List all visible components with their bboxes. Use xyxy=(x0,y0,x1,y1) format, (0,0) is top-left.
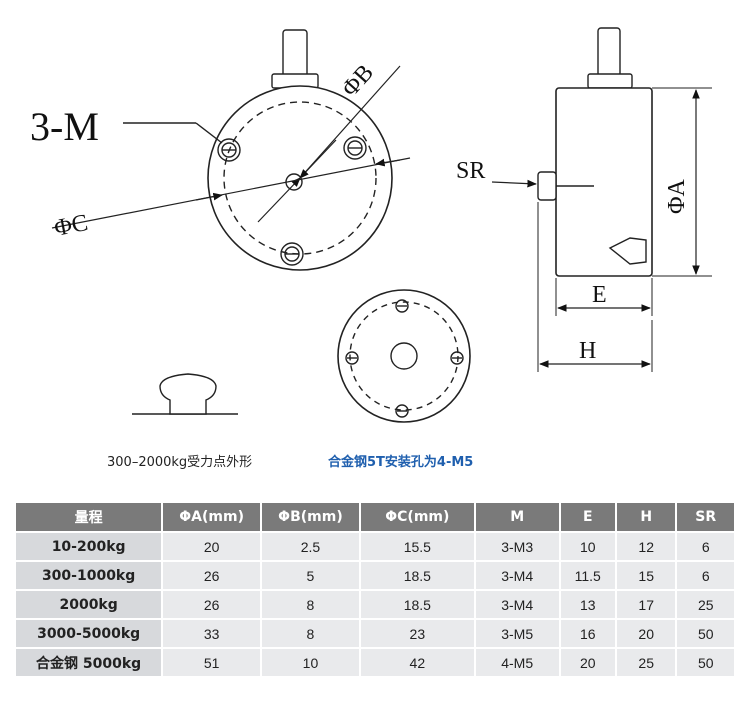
cell-phi-c: 15.5 xyxy=(360,533,474,560)
cell-h: 20 xyxy=(616,620,676,647)
label-h: H xyxy=(579,338,596,364)
cell-phi-c: 42 xyxy=(360,649,474,676)
cell-range: 10-200kg xyxy=(16,533,162,560)
table-row: 3000-5000kg 33 8 23 3-M5 16 20 50 xyxy=(16,620,734,647)
cell-phi-b: 8 xyxy=(262,591,359,618)
four-hole-view xyxy=(337,289,471,423)
cell-phi-b: 10 xyxy=(262,649,359,676)
label-phi-a: ΦA xyxy=(664,178,690,214)
cell-range: 2000kg xyxy=(16,591,162,618)
header-sr: SR xyxy=(677,503,734,531)
cell-h: 15 xyxy=(616,562,676,589)
header-range: 量程 xyxy=(16,503,162,531)
cell-e: 13 xyxy=(560,591,615,618)
cell-phi-a: 26 xyxy=(163,562,261,589)
cell-phi-a: 26 xyxy=(163,591,261,618)
cell-phi-a: 33 xyxy=(163,620,261,647)
header-m: M xyxy=(475,503,559,531)
cell-phi-c: 18.5 xyxy=(360,562,474,589)
cell-range: 合金钢 5000kg xyxy=(16,649,162,676)
label-phi-b: ΦB xyxy=(337,60,379,102)
cell-phi-b: 8 xyxy=(262,620,359,647)
cell-m: 3-M4 xyxy=(475,562,559,589)
side-view xyxy=(491,27,712,372)
mounting-hole xyxy=(345,351,359,365)
mounting-hole xyxy=(395,299,409,313)
table-row: 合金钢 5000kg 51 10 42 4-M5 20 25 50 xyxy=(16,649,734,676)
cell-h: 12 xyxy=(616,533,676,560)
label-3m: 3-M xyxy=(30,104,99,149)
cell-e: 16 xyxy=(560,620,615,647)
top-view xyxy=(51,29,411,271)
cell-phi-b: 5 xyxy=(262,562,359,589)
cell-sr: 6 xyxy=(677,562,734,589)
table-row: 300-1000kg 26 5 18.5 3-M4 11.5 15 6 xyxy=(16,562,734,589)
four-hole-caption: 合金钢5T安装孔为4-M5 xyxy=(328,455,474,470)
cell-sr: 25 xyxy=(677,591,734,618)
label-sr: SR xyxy=(456,158,485,184)
cell-sr: 50 xyxy=(677,620,734,647)
cell-h: 17 xyxy=(616,591,676,618)
cell-phi-a: 20 xyxy=(163,533,261,560)
cell-phi-a: 51 xyxy=(163,649,261,676)
cell-m: 4-M5 xyxy=(475,649,559,676)
cell-phi-b: 2.5 xyxy=(262,533,359,560)
force-point-profile xyxy=(132,373,238,415)
cell-sr: 6 xyxy=(677,533,734,560)
mounting-hole xyxy=(395,404,409,418)
cell-h: 25 xyxy=(616,649,676,676)
mounting-hole xyxy=(217,138,241,162)
table-row: 10-200kg 20 2.5 15.5 3-M3 10 12 6 xyxy=(16,533,734,560)
mounting-hole xyxy=(450,351,464,365)
technical-drawing: 3-M ΦB ΦC SR ΦA E H xyxy=(30,27,712,423)
mounting-hole xyxy=(280,242,304,266)
cell-m: 3-M4 xyxy=(475,591,559,618)
header-e: E xyxy=(560,503,615,531)
cell-m: 3-M3 xyxy=(475,533,559,560)
cell-e: 20 xyxy=(560,649,615,676)
spec-table: 量程 ΦA(mm) ΦB(mm) ΦC(mm) M E H SR 10-200k… xyxy=(14,501,736,678)
cell-e: 11.5 xyxy=(560,562,615,589)
cell-phi-c: 23 xyxy=(360,620,474,647)
header-h: H xyxy=(616,503,676,531)
label-e: E xyxy=(592,282,607,308)
header-phi-b: ΦB(mm) xyxy=(262,503,359,531)
header-phi-c: ΦC(mm) xyxy=(360,503,474,531)
table-row: 2000kg 26 8 18.5 3-M4 13 17 25 xyxy=(16,591,734,618)
header-phi-a: ΦA(mm) xyxy=(163,503,261,531)
cell-range: 3000-5000kg xyxy=(16,620,162,647)
table-header-row: 量程 ΦA(mm) ΦB(mm) ΦC(mm) M E H SR xyxy=(16,503,734,531)
cell-phi-c: 18.5 xyxy=(360,591,474,618)
cell-m: 3-M5 xyxy=(475,620,559,647)
cell-sr: 50 xyxy=(677,649,734,676)
cell-range: 300-1000kg xyxy=(16,562,162,589)
cell-e: 10 xyxy=(560,533,615,560)
label-phi-c: ΦC xyxy=(52,210,90,242)
mounting-hole xyxy=(343,136,367,160)
force-point-caption: 300–2000kg受力点外形 xyxy=(107,455,253,470)
